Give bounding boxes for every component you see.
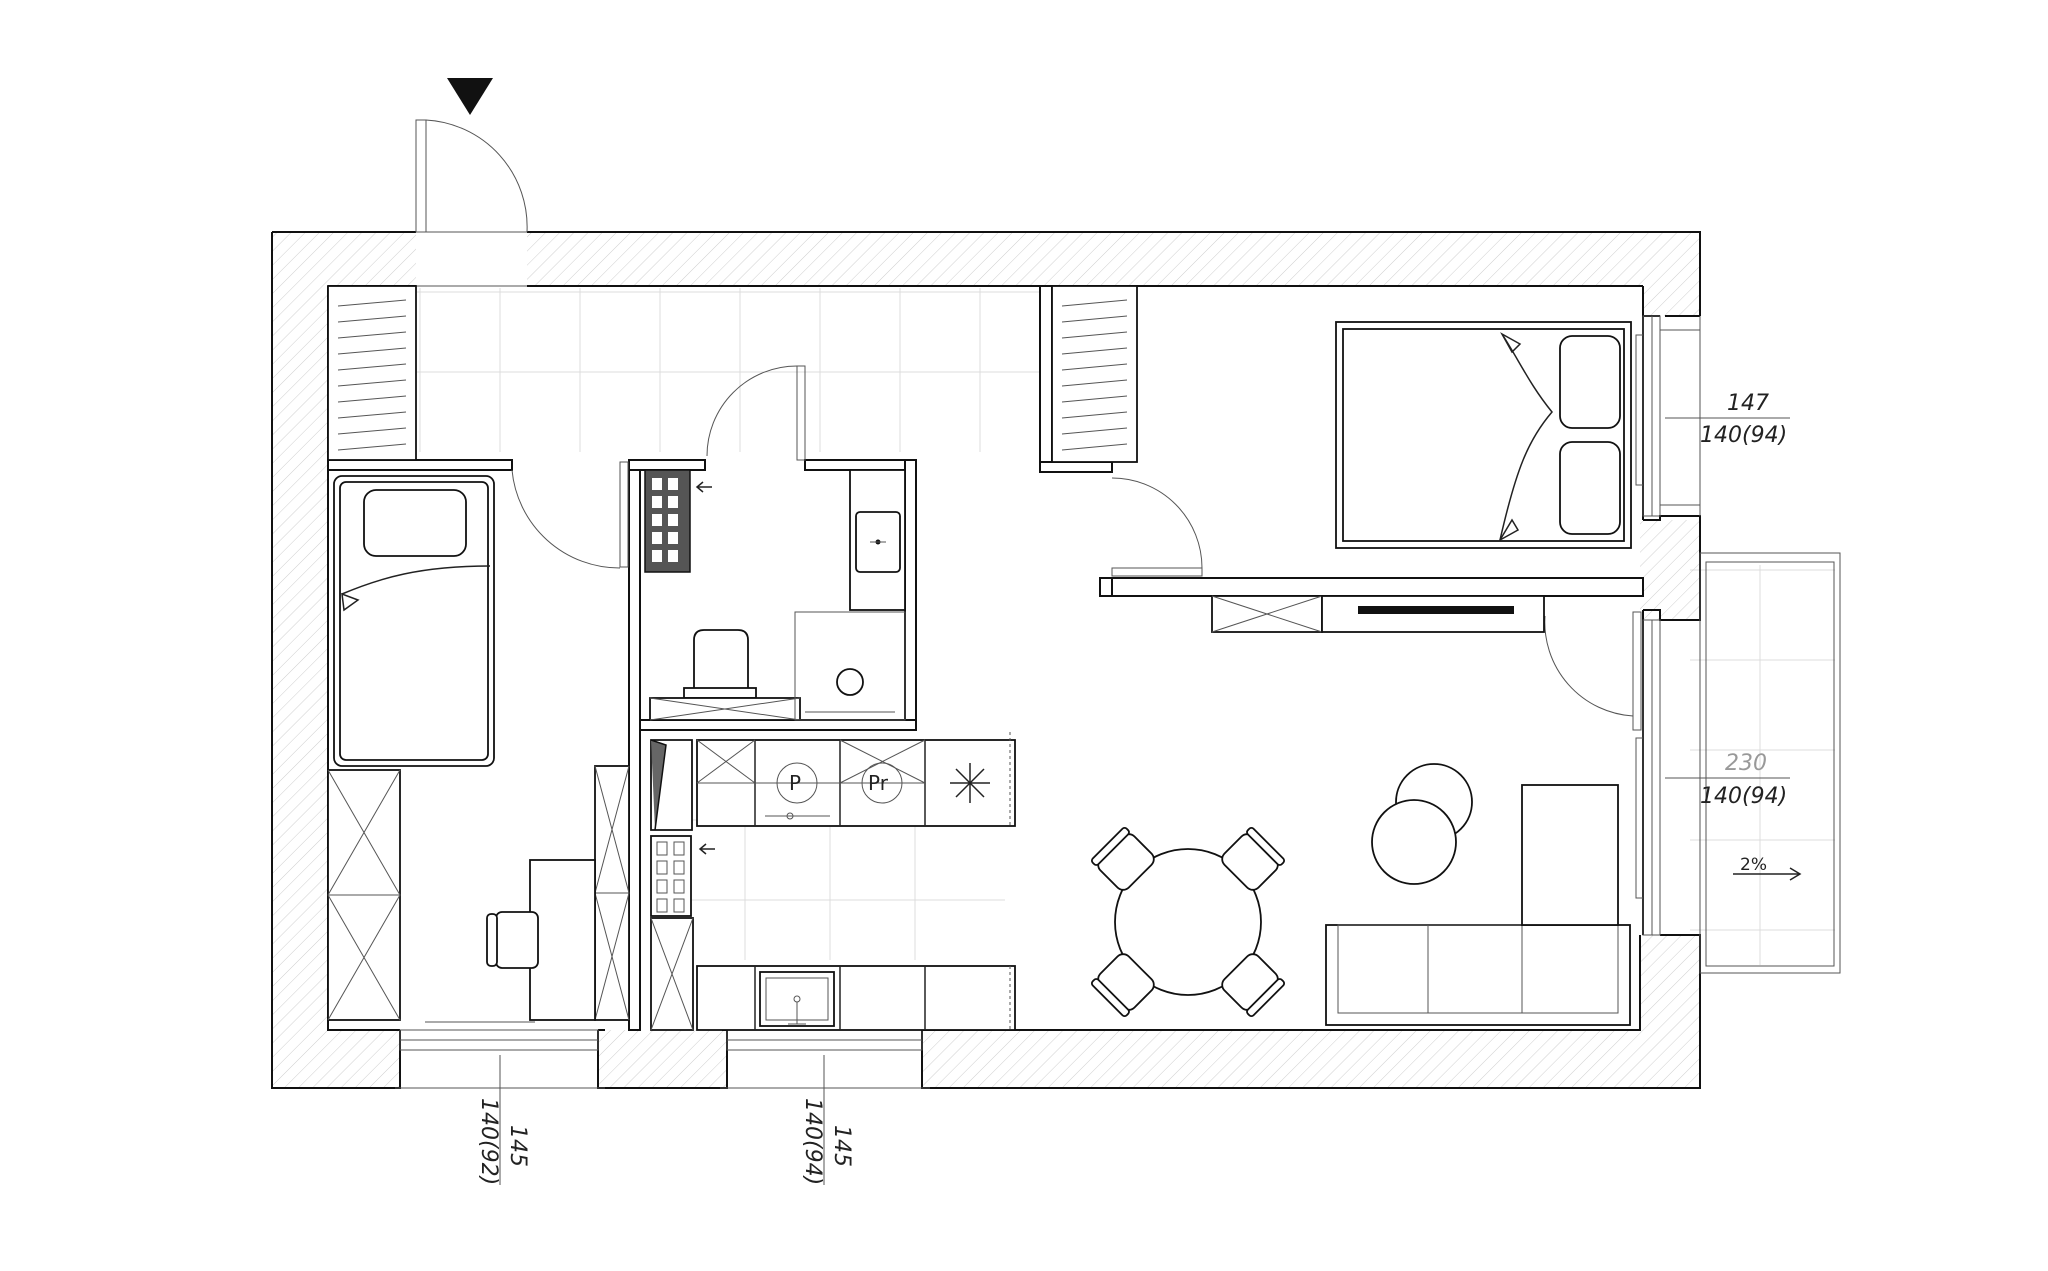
balcony-door-swing — [1544, 611, 1642, 731]
cooktop-fan-icon — [950, 763, 990, 803]
chair — [1221, 826, 1286, 891]
kids-room-door — [511, 461, 629, 569]
kitchen-sink — [759, 971, 835, 1027]
balcony-slope-label: 2% — [1740, 855, 1767, 875]
shower — [794, 611, 906, 721]
dimension-balcony-door: 230 140(94) — [1665, 751, 1790, 809]
entrance-arrow-icon — [447, 78, 493, 115]
hob-label-right: Pr — [868, 771, 889, 795]
dimension-bottom: 140(92) — [476, 1098, 501, 1185]
bathroom-sink — [849, 469, 906, 611]
entrance-door — [415, 119, 528, 287]
pillow — [1559, 441, 1621, 535]
dimension-top: 145 — [505, 1125, 530, 1167]
radiator-kitchen — [650, 835, 692, 917]
corner-sofa — [1325, 784, 1631, 1026]
bedroom-wardrobe — [1051, 285, 1138, 463]
kitchen-window — [720, 1029, 930, 1089]
bottom-counter — [696, 965, 1016, 1031]
bathroom — [644, 469, 906, 721]
interior-walls — [327, 285, 1644, 1031]
balcony-door — [1635, 619, 1661, 936]
pillow — [363, 489, 467, 557]
kitchen: P Pr — [650, 732, 1016, 1031]
dimension-kitchen-window: 145 140(94) — [800, 1055, 854, 1185]
desk — [529, 859, 596, 1021]
dining-table — [1114, 848, 1262, 996]
bedroom-tv-unit — [1211, 595, 1545, 633]
top-counter: P Pr — [696, 732, 1016, 827]
dimension-bottom: 140(94) — [1700, 423, 1787, 448]
chair — [1090, 826, 1155, 891]
arrow-left-icon — [698, 843, 715, 855]
hall-wardrobe — [327, 285, 417, 461]
bathroom-door — [706, 365, 806, 461]
bedroom-door — [1111, 477, 1203, 577]
dimension-top: 145 — [829, 1125, 854, 1167]
fridge-column — [650, 739, 693, 831]
bedroom-window — [1635, 315, 1701, 517]
toilet — [683, 629, 757, 699]
pouf — [1371, 799, 1457, 885]
pillow — [1559, 335, 1621, 429]
kids-wardrobe-right — [594, 765, 630, 1021]
living-area — [1325, 763, 1631, 1026]
chair — [1221, 953, 1286, 1018]
doors — [415, 78, 1642, 731]
radiator-bathroom — [644, 469, 691, 573]
single-bed — [333, 475, 495, 767]
dimension-top: 230 — [1725, 751, 1767, 776]
tv — [1358, 606, 1514, 614]
dimension-bedroom-window: 147 140(94) — [1665, 391, 1790, 448]
dimension-kids-room-window: 145 140(92) — [476, 1055, 530, 1185]
dimension-bottom: 140(94) — [1700, 784, 1787, 809]
arrow-left-icon — [695, 481, 712, 493]
hob-label-left: P — [789, 771, 801, 795]
kitchen-tall-cabinet — [650, 917, 694, 1031]
double-bed — [1335, 321, 1632, 549]
dimension-bottom: 140(94) — [800, 1098, 825, 1185]
chair — [1090, 953, 1155, 1018]
balcony: 2% — [1699, 552, 1841, 974]
kids-wardrobe-left — [327, 769, 401, 1021]
desk-chair — [486, 911, 539, 969]
dining-set — [1090, 826, 1286, 1018]
dimension-top: 147 — [1727, 391, 1769, 416]
